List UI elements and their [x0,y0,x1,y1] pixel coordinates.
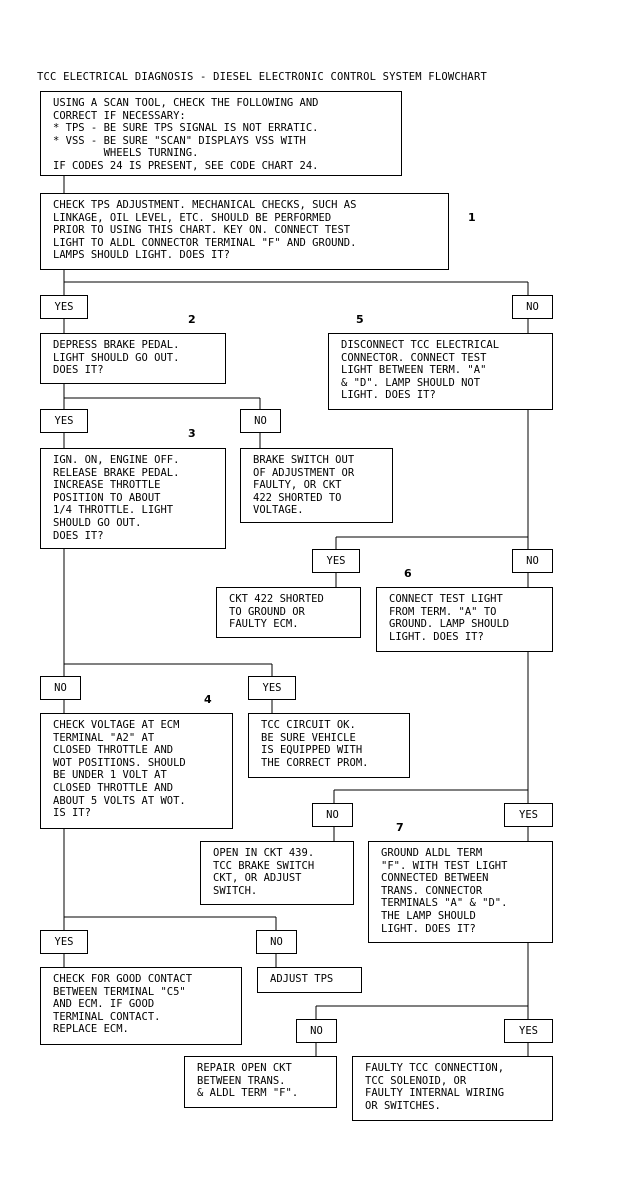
repair-open-ckt-box: REPAIR OPEN CKT BETWEEN TRANS. & ALDL TE… [184,1056,337,1108]
step-number-1: 1 [468,211,476,224]
step-1-box: CHECK TPS ADJUSTMENT. MECHANICAL CHECKS,… [40,193,449,270]
scan-tool-check-box: USING A SCAN TOOL, CHECK THE FOLLOWING A… [40,91,402,176]
step-5-box: DISCONNECT TCC ELECTRICAL CONNECTOR. CON… [328,333,553,410]
open-ckt-439-box: OPEN IN CKT 439. TCC BRAKE SWITCH CKT, O… [200,841,354,905]
no-label-2: NO [240,409,281,433]
brake-switch-result-box: BRAKE SWITCH OUT OF ADJUSTMENT OR FAULTY… [240,448,393,523]
yes-label-2: YES [40,409,88,433]
chart-title: TCC ELECTRICAL DIAGNOSIS - DIESEL ELECTR… [37,71,487,83]
step-number-4: 4 [204,693,212,706]
step-number-7: 7 [396,821,404,834]
tcc-circuit-ok-box: TCC CIRCUIT OK. BE SURE VEHICLE IS EQUIP… [248,713,410,778]
no-label-1: NO [512,295,553,319]
no-label-5: NO [512,549,553,573]
yes-label-3: YES [248,676,296,700]
step-6-box: CONNECT TEST LIGHT FROM TERM. "A" TO GRO… [376,587,553,652]
check-c5-contact-box: CHECK FOR GOOD CONTACT BETWEEN TERMINAL … [40,967,242,1045]
step-3-box: IGN. ON, ENGINE OFF. RELEASE BRAKE PEDAL… [40,448,226,549]
no-label-4: NO [256,930,297,954]
step-number-2: 2 [188,313,196,326]
yes-label-7: YES [504,1019,553,1043]
step-number-6: 6 [404,567,412,580]
no-label-6: NO [312,803,353,827]
step-4-box: CHECK VOLTAGE AT ECM TERMINAL "A2" AT CL… [40,713,233,829]
step-2-box: DEPRESS BRAKE PEDAL. LIGHT SHOULD GO OUT… [40,333,226,384]
step-7-box: GROUND ALDL TERM "F". WITH TEST LIGHT CO… [368,841,553,943]
yes-label-1: YES [40,295,88,319]
yes-label-5: YES [312,549,360,573]
yes-label-4: YES [40,930,88,954]
step-number-3: 3 [188,427,196,440]
faulty-tcc-box: FAULTY TCC CONNECTION, TCC SOLENOID, OR … [352,1056,553,1121]
no-label-7: NO [296,1019,337,1043]
ckt-422-result-box: CKT 422 SHORTED TO GROUND OR FAULTY ECM. [216,587,361,638]
yes-label-6: YES [504,803,553,827]
adjust-tps-box: ADJUST TPS [257,967,362,993]
no-label-3: NO [40,676,81,700]
step-number-5: 5 [356,313,364,326]
